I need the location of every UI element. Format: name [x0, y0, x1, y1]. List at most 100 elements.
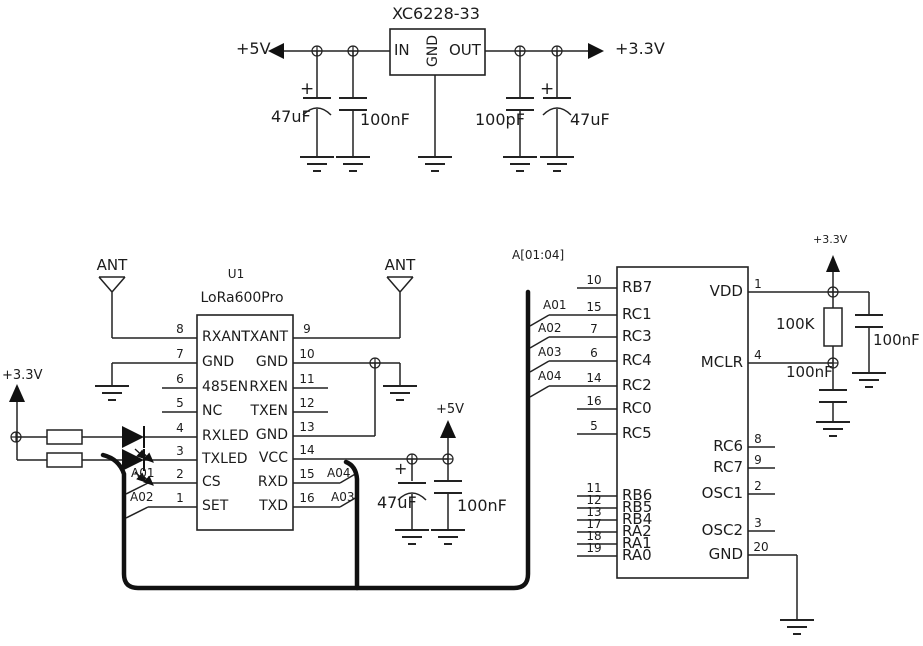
pin-name: RA0 — [622, 546, 652, 564]
regulator-body — [389, 28, 486, 76]
power-arrow-icons — [9, 43, 840, 438]
rail-5v-label: +5V — [236, 39, 271, 58]
pin-name: GND — [255, 427, 288, 443]
pin-name: RC7 — [713, 458, 743, 476]
pin-number: 11 — [299, 372, 315, 386]
rail-5v-vcc-label: +5V — [436, 402, 465, 417]
capacitor-plates — [302, 97, 883, 501]
pin-number: 15 — [299, 467, 315, 481]
rail-3v3-label: +3.3V — [615, 39, 665, 58]
arrow-3v3-vdd-icon — [826, 255, 840, 272]
cap-100nf-mclr-label: 100nF — [786, 363, 833, 381]
pin-name: RC3 — [622, 327, 652, 345]
pin-name: RA1 — [622, 534, 652, 552]
pin-number: 1 — [754, 277, 762, 291]
antenna-right-label: ANT — [384, 256, 416, 274]
pin-number: 13 — [586, 505, 602, 519]
pin-number: 3 — [754, 516, 762, 530]
pin-name: RC1 — [622, 305, 652, 323]
resistor-pullup-100k — [823, 307, 843, 347]
lora-part-number: LoRa600Pro — [200, 290, 284, 306]
pin-name: RB4 — [622, 510, 653, 528]
pin-name: RC0 — [622, 399, 652, 417]
pin-number: 13 — [299, 420, 315, 434]
cap-polarity-plus: + — [300, 79, 315, 99]
pin-name: RB7 — [622, 278, 653, 296]
cap-47uf-out-label: 47uF — [570, 110, 610, 129]
pin-name: RXEN — [249, 379, 288, 395]
pin-number: 5 — [590, 419, 598, 433]
pin-name: RB6 — [622, 486, 653, 504]
bus-a01-04 — [100, 289, 531, 591]
pin-name: GND — [708, 545, 743, 563]
cap-100nf-vdd-label: 100nF — [873, 331, 920, 349]
resistor-rxled — [46, 429, 83, 445]
lora-module-body — [196, 314, 294, 531]
pin-number: 10 — [586, 273, 602, 287]
pin-number: 20 — [753, 540, 769, 554]
ground-symbols — [94, 156, 887, 635]
rail-3v3-led-label: +3.3V — [2, 368, 43, 383]
pin-number: 2 — [176, 467, 184, 481]
pin-name: TXLED — [202, 451, 248, 467]
pin-name: RXD — [257, 474, 288, 490]
pin-number: 14 — [586, 371, 602, 385]
pin-number: 8 — [176, 322, 184, 336]
pin-name: VCC — [258, 450, 288, 466]
pin-name: CS — [202, 474, 221, 490]
net-label-a03: A03 — [331, 490, 355, 504]
net-label-a02: A02 — [538, 321, 562, 335]
cap-47uf-vcc-label: 47uF — [377, 493, 417, 512]
pin-name: TXANT — [241, 329, 288, 345]
pin-number: 19 — [586, 541, 602, 555]
net-label-a01: A01 — [543, 298, 567, 312]
pin-name: GND — [202, 354, 235, 370]
rail-3v3-vdd-label: +3.3V — [813, 233, 848, 246]
pin-number: 6 — [176, 372, 184, 386]
regulator-title: XC6228-33 — [392, 4, 480, 23]
pin-number: 9 — [303, 322, 311, 336]
pin-name: RC2 — [622, 376, 652, 394]
arrow-5v-left-icon — [268, 43, 284, 59]
cap-100nf-in-label: 100nF — [360, 110, 410, 129]
arrow-3v3-right-icon — [588, 43, 604, 59]
pin-number: 14 — [299, 443, 315, 457]
pin-name: RXLED — [202, 428, 249, 444]
pin-number: 4 — [754, 348, 762, 362]
junction-dots — [10, 45, 839, 465]
regulator-pin-in: IN — [394, 41, 410, 59]
pin-number: 4 — [176, 421, 184, 435]
pin-number: 5 — [176, 396, 184, 410]
pin-name: NC — [202, 403, 223, 419]
pin-number: 7 — [590, 322, 598, 336]
pin-name: TXD — [259, 498, 288, 514]
pin-number: 17 — [586, 517, 602, 531]
pin-name: OSC2 — [701, 521, 743, 539]
net-label-a04: A04 — [327, 466, 351, 480]
resistor-100k-label: 100K — [776, 315, 815, 333]
lora-designator: U1 — [227, 267, 245, 281]
pin-number: 2 — [754, 479, 762, 493]
pin-name: RA2 — [622, 522, 652, 540]
cap-polarity-plus: + — [394, 459, 408, 478]
antenna-left-label: ANT — [96, 256, 128, 274]
cap-47uf-in-label: 47uF — [271, 107, 311, 126]
pin-name: MCLR — [700, 353, 743, 371]
net-label-a03: A03 — [538, 345, 562, 359]
net-label-a01: A01 — [131, 466, 155, 480]
arrow-3v3-led-icon — [9, 384, 25, 402]
resistor-txled — [46, 452, 83, 468]
wire-network — [16, 50, 870, 620]
pin-name: SET — [202, 498, 229, 514]
led-tx-icon — [122, 449, 154, 486]
pin-name: VDD — [709, 282, 743, 300]
pin-number: 6 — [590, 346, 598, 360]
pin-name: TXEN — [250, 403, 288, 419]
pin-number: 15 — [586, 300, 602, 314]
cap-100pf-out-label: 100pF — [475, 110, 525, 129]
pin-name: 485EN — [202, 379, 249, 395]
pin-number: 8 — [754, 432, 762, 446]
pin-number: 1 — [176, 491, 184, 505]
